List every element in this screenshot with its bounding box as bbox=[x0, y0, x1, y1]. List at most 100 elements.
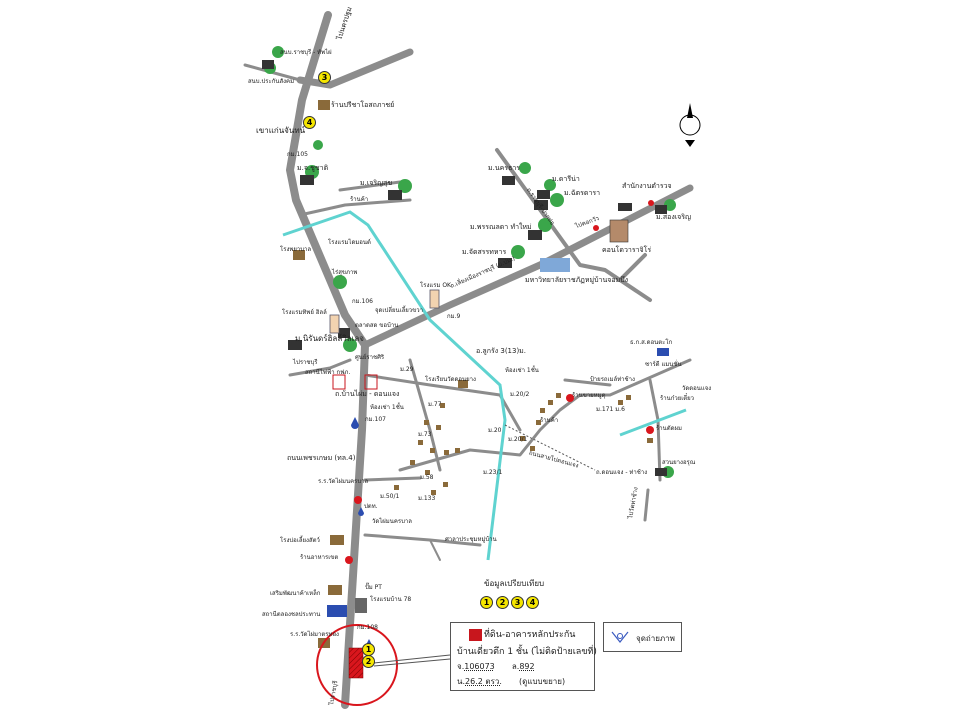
label-m-songcharoen: ม.สองเจริญ bbox=[656, 213, 691, 221]
label-m-pannalada: ม.พรรณลดา ทำใหม่ bbox=[470, 223, 532, 231]
label-m29: ม.29 bbox=[400, 366, 414, 373]
road-village-3 bbox=[398, 358, 692, 472]
label-m-chatlong: ม.จัดสรรทหาร bbox=[462, 248, 507, 256]
label-m23: ม.23/1 bbox=[483, 469, 503, 476]
label-km107: กม.107 bbox=[365, 416, 386, 423]
area-label: น. bbox=[457, 677, 466, 686]
photo-point-legend: จุดถ่ายภาพ bbox=[603, 622, 682, 652]
label-m133: ม.133 bbox=[418, 495, 436, 502]
label-m-darina: ม.ดารีน่า bbox=[552, 175, 580, 183]
label-hotel-left: โรงแรมทิพย์ ฮิลล์ bbox=[282, 309, 327, 316]
road-north-east bbox=[296, 48, 414, 89]
label-m20-2: ม.20/2 bbox=[510, 391, 530, 398]
legend-leader-line bbox=[373, 654, 451, 664]
label-m50: ม.50/1 bbox=[380, 493, 400, 500]
house-icons bbox=[293, 100, 653, 648]
label-km105: กม.105 bbox=[287, 151, 308, 158]
label-condo: คอนโดวาราจิโร่ bbox=[602, 246, 652, 254]
label-shop-right3: ร้านค้า bbox=[540, 417, 559, 424]
label-temple: วัดไผ่มนครบาล bbox=[372, 518, 412, 525]
label-rent-room2: ห้องเช่า 1ชั้น bbox=[505, 367, 539, 374]
label-rent-room: ห้องเช่า 1ชั้น bbox=[370, 404, 404, 411]
label-hotel: โรงแรมไดมอนด์ bbox=[328, 239, 371, 246]
tall-buildings bbox=[327, 219, 669, 617]
photo-point-label: จุดถ่ายภาพ bbox=[636, 634, 675, 643]
map-marker-1[interactable]: 1 bbox=[362, 643, 375, 656]
label-bakery: ไร่สุขภาพ bbox=[332, 269, 358, 276]
label-electricity: สถานีไฟฟ้า กฟภ. bbox=[305, 369, 351, 376]
electricity-icons bbox=[332, 374, 378, 390]
main-road-phetkasem bbox=[286, 11, 369, 709]
canal-main bbox=[282, 210, 507, 561]
building-icons bbox=[262, 60, 667, 476]
label-shop-red: ร้านขายหมูดุ bbox=[572, 392, 606, 399]
legend-note: (ดูแบบขยาย) bbox=[519, 677, 566, 686]
property-color-swatch bbox=[469, 628, 482, 641]
area-value: 26.2 ตรว. bbox=[465, 677, 502, 686]
road-local-2 bbox=[338, 180, 402, 192]
label-m58: ม.58 bbox=[420, 474, 434, 481]
comparison-marker-1[interactable]: 1 bbox=[480, 596, 493, 609]
canal-east bbox=[619, 408, 687, 437]
map-marker-4[interactable]: 4 bbox=[303, 116, 316, 129]
road-east-lower bbox=[643, 488, 650, 522]
road-local-1 bbox=[298, 198, 412, 217]
label-bank: ธ.ก.ส.ดอนตะโก bbox=[630, 339, 673, 346]
label-bus-stop: ป้ายรถเมล์ท่าช้าง bbox=[590, 376, 635, 383]
label-school3: ร.ร.วัดไผ่มาตรทอง bbox=[290, 631, 339, 638]
label-road-don: ถ.ดอนแจง - ท่าช้าง bbox=[596, 469, 648, 476]
label-shop-pt: ปั๊ม PT bbox=[365, 584, 382, 591]
label-m20: ม.20 bbox=[488, 427, 502, 434]
label-garden: สวนยางอรุณ bbox=[662, 459, 696, 466]
map-marker-2[interactable]: 2 bbox=[362, 655, 375, 668]
canals bbox=[282, 210, 687, 561]
label-meeting-hall: ศาลาประชุมหมู่บ้าน bbox=[445, 536, 497, 543]
label-station: สถานีตลองชลประทาน bbox=[262, 611, 321, 618]
label-tambon-north: สนบ.ราชบุรี - ทัพไผ่ bbox=[280, 49, 332, 56]
label-m77: ม.77 bbox=[428, 401, 442, 408]
label-checkpoint: จุดเปลี่ยนเลี้ยวขวา bbox=[375, 307, 424, 314]
road-south-3 bbox=[429, 539, 441, 561]
subject-property bbox=[348, 647, 364, 679]
road-east-2 bbox=[563, 378, 612, 387]
label-hospital-left: โรงพยาบาล bbox=[280, 246, 312, 253]
comparison-marker-3[interactable]: 3 bbox=[511, 596, 524, 609]
label-m171: ม.171 ม.6 bbox=[596, 406, 625, 413]
camera-view-icon bbox=[611, 631, 629, 643]
road-northeast-branch bbox=[495, 148, 652, 302]
road-northeast-fork bbox=[618, 253, 647, 282]
label-phetkasem: ถนนเพชรเกษม (ทล.4) bbox=[287, 454, 356, 462]
land-label: ล. bbox=[511, 662, 520, 671]
label-junction: ถ.บ้านไผ่ม - ดอนแจง bbox=[335, 390, 400, 398]
comparison-marker-4[interactable]: 4 bbox=[526, 596, 539, 609]
subject-highlight-circle bbox=[316, 624, 398, 706]
label-m-nakhon: ม.นครธาร bbox=[488, 164, 521, 172]
label-m-nirun: ม.นิรันดร์ฮิลล์วิลเลจ bbox=[295, 334, 364, 343]
label-shop-right: ร้านก๋วยเตี๋ยว bbox=[660, 395, 695, 402]
label-km108: กม.108 bbox=[357, 624, 378, 631]
road-south-2 bbox=[363, 476, 422, 482]
label-police: สำนักงานตำรวจ bbox=[622, 182, 672, 190]
legend-leader-line-2 bbox=[373, 658, 451, 667]
comparison-marker-2[interactable]: 2 bbox=[496, 596, 509, 609]
label-m-charoensuk: ม.เจริญสุข bbox=[360, 179, 393, 187]
label-shop-lower: ร้านอาหารเขต bbox=[300, 554, 339, 561]
restaurant-icons bbox=[345, 200, 654, 564]
label-km9: กม.9 bbox=[447, 313, 461, 320]
label-school: โรงเรียนวัดดอนยาง bbox=[425, 376, 476, 383]
label-university: มหาวิทยาลัยราชภัฏหมู่บ้านจอมบึง bbox=[525, 276, 629, 284]
label-m-chatchara: ม.ฉัตรดารา bbox=[564, 189, 601, 197]
label-hardware: เสริมพัฒนาค้าเหล็ก bbox=[270, 590, 321, 597]
label-school2: ร.ร.วัดไผ่มนครบาล bbox=[318, 478, 369, 485]
label-to-ratchaburi-left: ไปราชบุรี bbox=[293, 359, 318, 366]
road-village-2 bbox=[408, 358, 442, 472]
label-dorm-left: โรงบ่อเลี้ยงสัตว์ bbox=[280, 537, 320, 544]
label-store: ตลาดสด ขอบ้าน bbox=[355, 322, 399, 329]
road-bypass bbox=[361, 184, 694, 349]
label-sura-sit: ศูนย์ราชศิริ bbox=[355, 354, 385, 361]
trees bbox=[264, 46, 676, 478]
legend-title: ที่ดิน-อาคารหลักประกัน bbox=[484, 630, 576, 640]
map-marker-3[interactable]: 3 bbox=[318, 71, 331, 84]
label-pharmacy: ร้านปรีชาโอสถภาชย์ bbox=[331, 101, 395, 109]
label-hotel-ok: โรงแรม OK bbox=[420, 282, 451, 289]
